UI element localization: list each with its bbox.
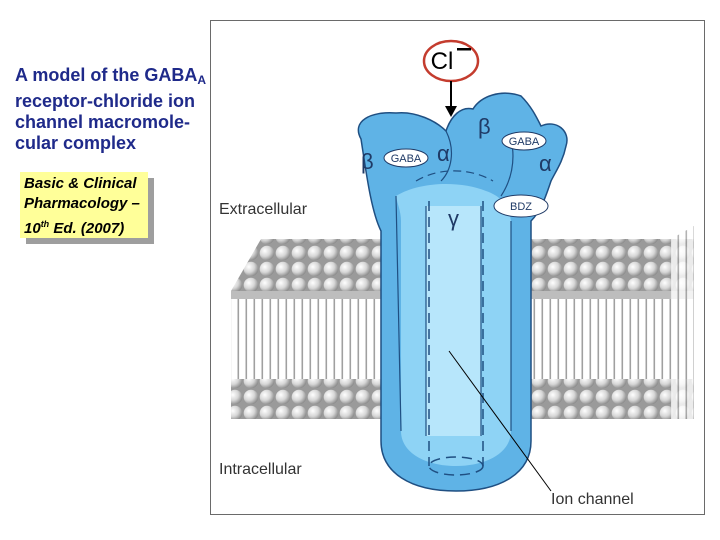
gaba-receptor-diagram: Cl β α β α γ GABA GABA BDZ Extracellular…: [210, 20, 705, 515]
chloride-ion-label: Cl: [431, 48, 454, 75]
reference-edition-number: 10: [24, 220, 41, 237]
intracellular-label: Intracellular: [219, 461, 302, 478]
chloride-charge-sign: [457, 48, 471, 51]
subunit-alpha-right: α: [539, 151, 552, 176]
subunit-gamma: γ: [448, 206, 459, 231]
ion-channel-pointer-line: [448, 350, 552, 492]
reference-line3: 10th Ed. (2007): [24, 214, 144, 239]
subunit-beta-left: β: [361, 149, 374, 174]
title-line2: receptor-chloride ion: [15, 91, 196, 111]
extracellular-label: Extracellular: [219, 201, 308, 218]
bdz-site: BDZ: [510, 201, 532, 213]
gaba-site-right: GABA: [509, 136, 540, 148]
reference-edition-suffix: th: [40, 219, 50, 229]
chloride-ion: Cl: [422, 39, 480, 117]
binding-sites: GABA GABA BDZ: [383, 131, 549, 218]
title-subscript: A: [197, 73, 207, 87]
ion-channel-label: Ion channel: [551, 491, 634, 508]
reference-box: Basic & Clinical Pharmacology – 10th Ed.…: [20, 172, 148, 238]
reference-line2: Pharmacology –: [24, 195, 140, 212]
gaba-site-left: GABA: [391, 153, 422, 165]
reference-edition-text: Ed. (2007): [49, 220, 125, 237]
title-line3: channel macromole-: [15, 112, 191, 132]
subunit-alpha-left: α: [437, 141, 450, 166]
title-line4: cular complex: [15, 133, 137, 153]
receptor-protein: [357, 92, 568, 492]
slide-title: A model of the GABAA receptor-chloride i…: [15, 65, 245, 154]
chloride-arrow-icon: [445, 106, 457, 117]
title-line1-main: A model of the GABA: [15, 65, 198, 85]
reference-line1: Basic & Clinical: [24, 175, 137, 192]
subunit-beta-right: β: [478, 114, 491, 139]
title-line1: A model of the GABAA: [15, 65, 207, 87]
